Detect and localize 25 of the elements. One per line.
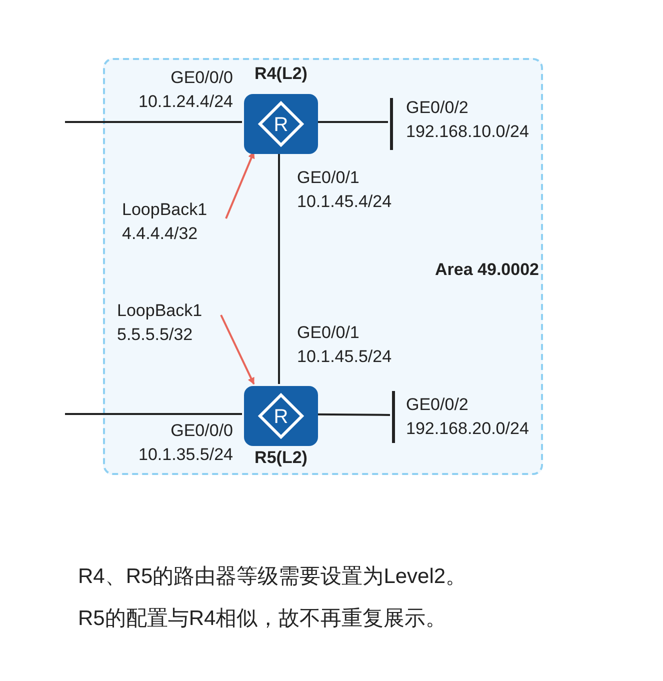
link-line xyxy=(65,121,242,123)
router-letter: R xyxy=(274,406,288,428)
router-name: R5(L2) xyxy=(254,448,308,468)
area-name: Area 49.0002 xyxy=(435,260,539,280)
interface-address: GE0/0/1 10.1.45.5/24 xyxy=(297,322,392,368)
link-line xyxy=(65,413,242,415)
arrow xyxy=(220,314,255,385)
link-line xyxy=(278,152,280,384)
interface-address: GE0/0/2 192.168.20.0/24 xyxy=(406,394,529,440)
link-line xyxy=(316,121,388,123)
network-segment-bar xyxy=(390,98,393,150)
router-letter: R xyxy=(274,114,288,136)
arrow xyxy=(225,151,255,219)
note-text: R5的配置与R4相似，故不再重复展示。 xyxy=(78,606,447,632)
interface-address: GE0/0/0 10.1.35.5/24 xyxy=(138,420,233,466)
interface-note: LoopBack1 4.4.4.4/32 xyxy=(122,199,208,245)
router-name: R4(L2) xyxy=(254,64,308,84)
interface-address: GE0/0/0 10.1.24.4/24 xyxy=(138,67,233,113)
link-line xyxy=(316,413,390,416)
interface-address: GE0/0/1 10.1.45.4/24 xyxy=(297,167,392,213)
area-boundary xyxy=(103,58,543,475)
interface-address: GE0/0/2 192.168.10.0/24 xyxy=(406,97,529,143)
note-text: R4、R5的路由器等级需要设置为Level2。 xyxy=(78,564,467,590)
interface-note: LoopBack1 5.5.5.5/32 xyxy=(117,300,202,346)
network-segment-bar xyxy=(392,391,395,443)
